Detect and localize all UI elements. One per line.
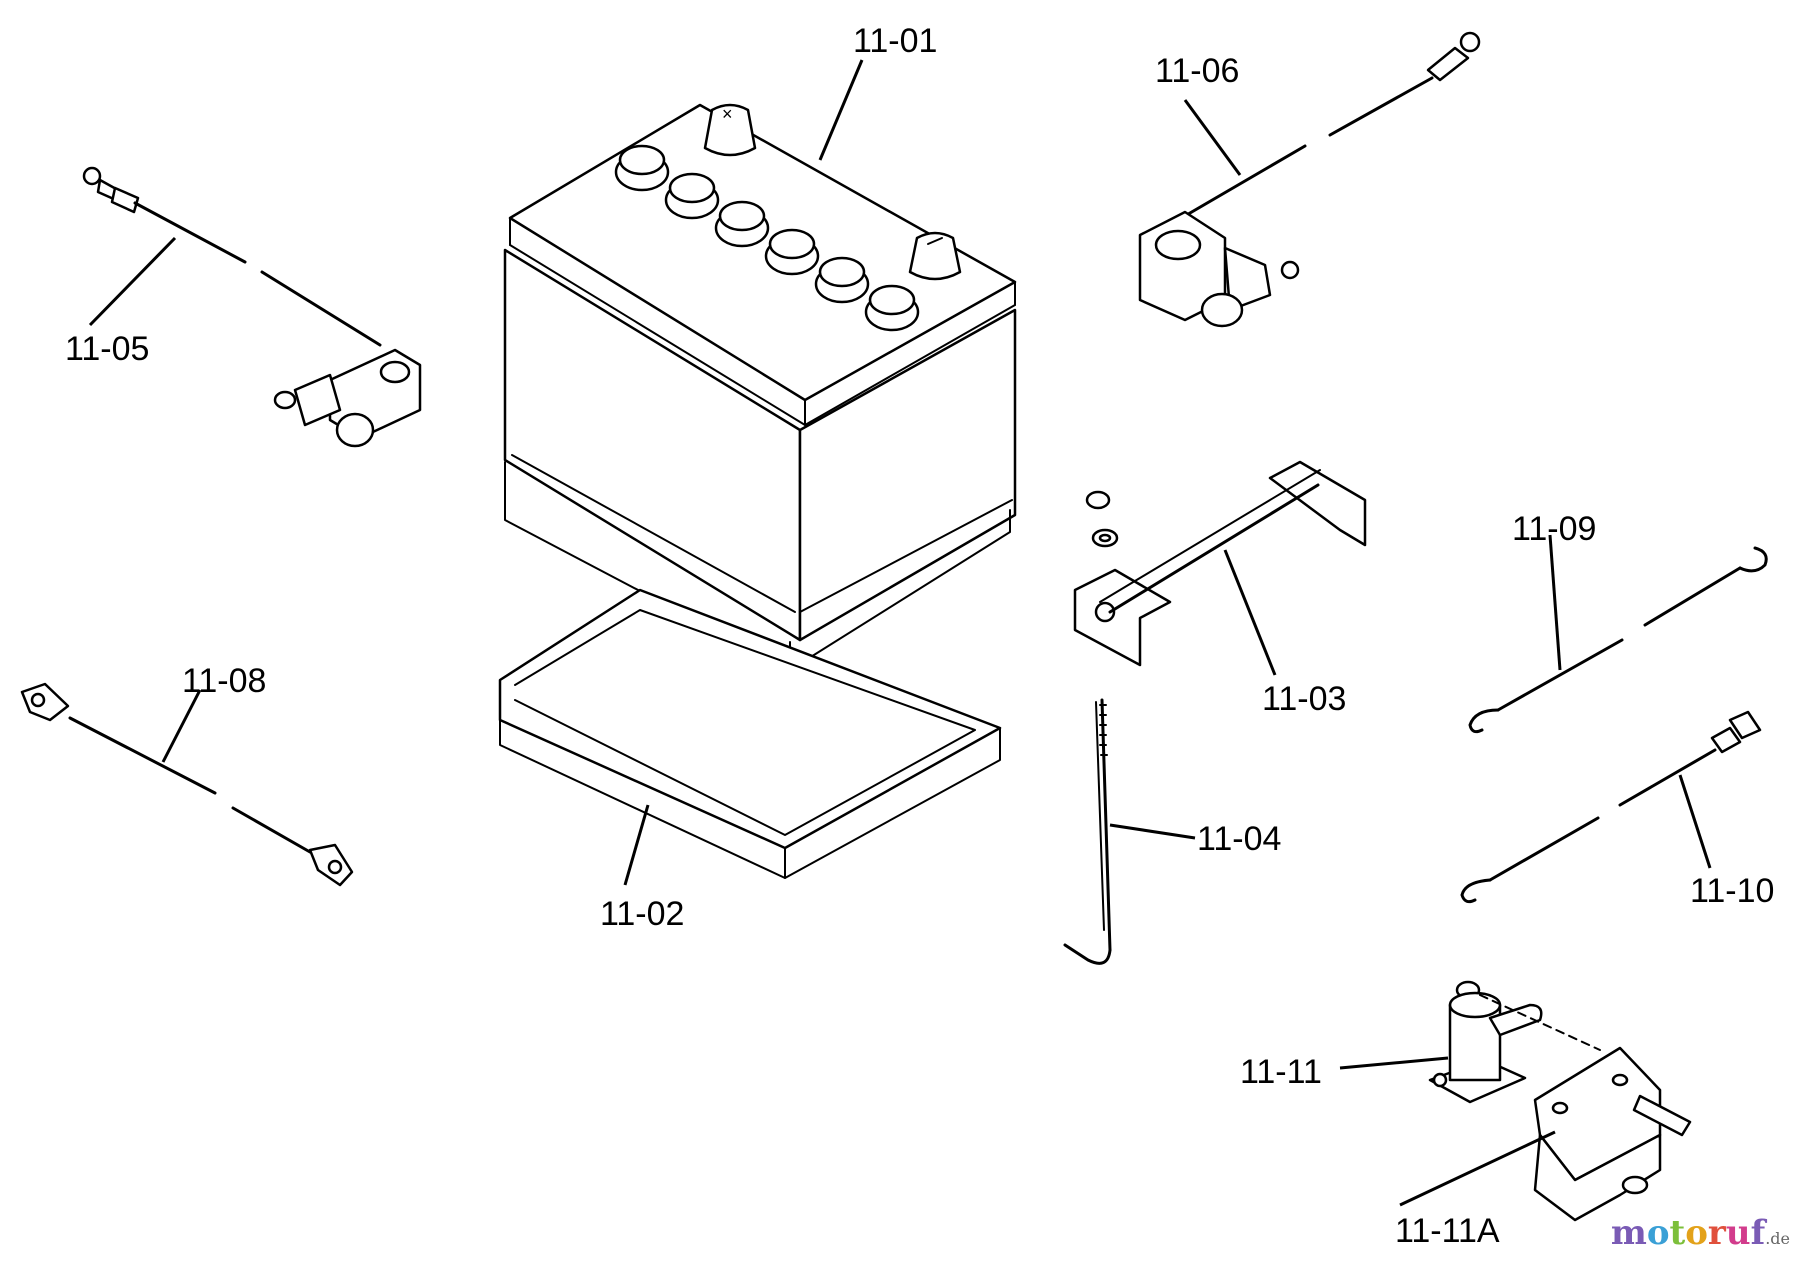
callout-11-05: 11-05 (65, 330, 149, 368)
callout-11-09: 11-09 (1512, 510, 1596, 548)
wire-11-10 (1460, 710, 1762, 904)
battery-cable-11-08 (20, 682, 354, 887)
battery-cable-11-06 (1138, 31, 1481, 328)
battery-tray (498, 588, 1002, 886)
callout-11-02: 11-02 (600, 895, 684, 933)
cell-cap (664, 172, 720, 220)
cell-cap (614, 144, 670, 192)
callout-11-08: 11-08 (182, 662, 266, 700)
cell-cap (814, 256, 870, 304)
nut (1085, 490, 1111, 510)
wire-11-09 (1468, 534, 1768, 734)
callout-11-01: 11-01 (853, 22, 937, 60)
j-bolt (1063, 698, 1196, 965)
positive-terminal-post: × (703, 103, 757, 157)
hold-down-bracket (1073, 460, 1367, 676)
callout-11-04: 11-04 (1197, 820, 1281, 858)
battery: × (503, 59, 1017, 671)
cell-cap (714, 200, 770, 248)
switch-11-11 (1339, 980, 1543, 1104)
callout-11-11a: 11-11A (1395, 1212, 1500, 1250)
washer (1091, 528, 1119, 548)
battery-cable-11-05 (82, 166, 422, 448)
bracket-11-11a (1399, 994, 1692, 1222)
callout-11-10: 11-10 (1690, 872, 1774, 910)
cell-cap (764, 228, 820, 276)
watermark-logo: motoruf.de (1610, 1213, 1790, 1253)
callout-11-06: 11-06 (1155, 52, 1239, 90)
callout-11-11: 11-11 (1240, 1053, 1322, 1091)
svg-text:×: × (722, 104, 733, 124)
cell-cap (864, 284, 920, 332)
callout-11-03: 11-03 (1262, 680, 1346, 718)
negative-terminal-post (908, 231, 962, 281)
